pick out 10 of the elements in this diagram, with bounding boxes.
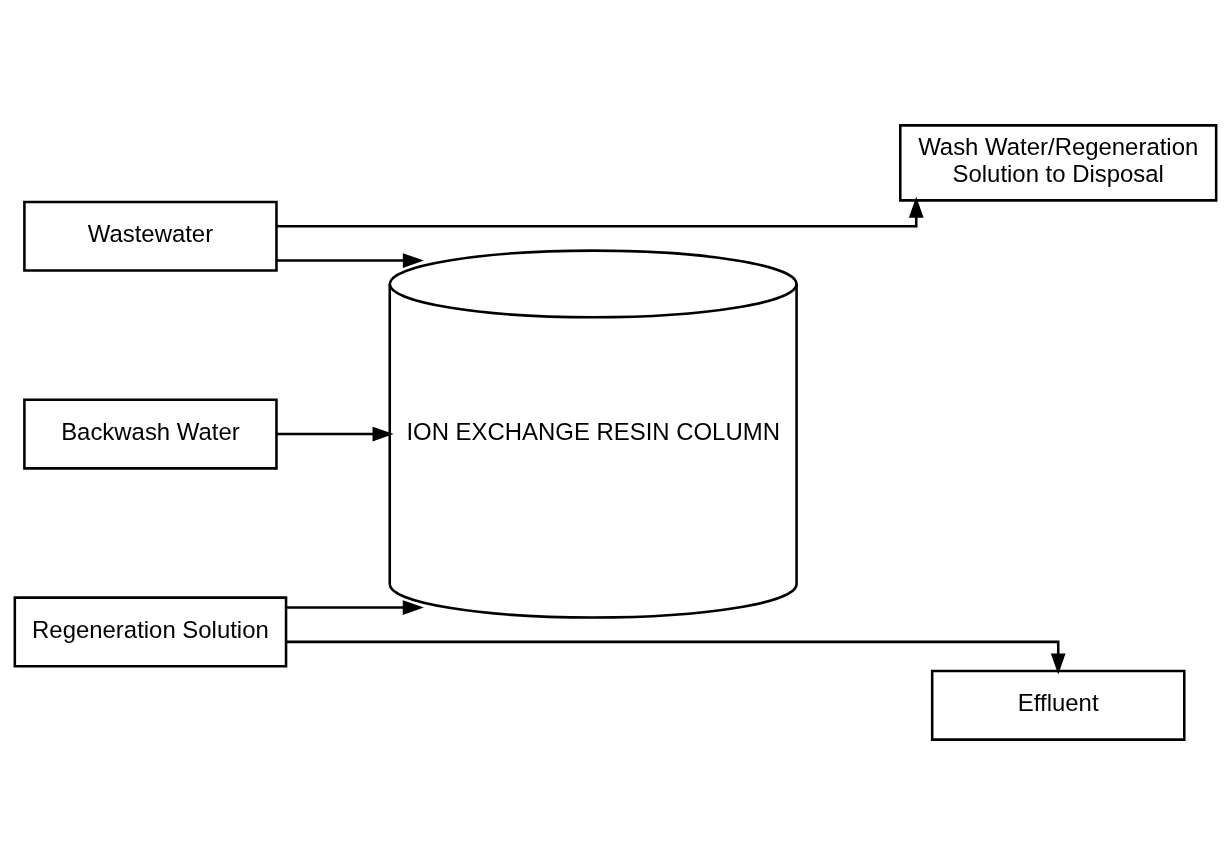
arrow (286, 599, 424, 615)
node-box: Effluent (930, 669, 1186, 741)
arrow (276, 252, 424, 268)
node-box: Wash Water/Regeneration Solution to Disposal (899, 123, 1218, 202)
arrow (286, 640, 1066, 674)
node-box: Regeneration Solution (13, 595, 288, 667)
arrow (276, 426, 394, 441)
node-box: Wastewater (23, 200, 278, 272)
node-box: Backwash Water (23, 398, 278, 470)
arrow (276, 196, 924, 228)
